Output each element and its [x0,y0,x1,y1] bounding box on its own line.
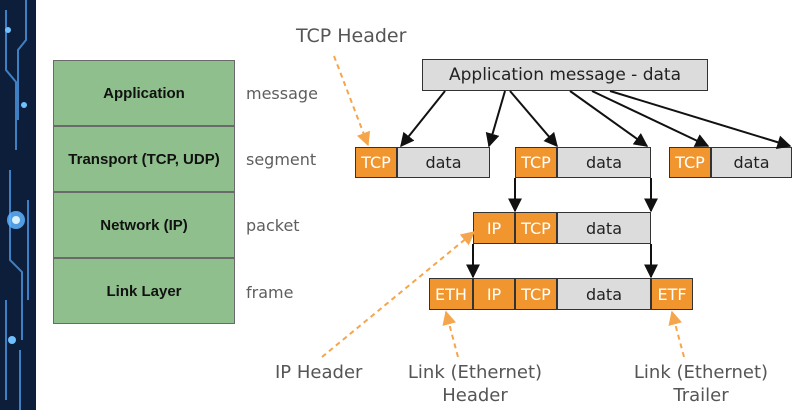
segment-1-tcp-header: TCP [355,147,397,178]
callout-arrow-link-header [442,310,459,358]
segment-2-data: data [557,147,651,178]
packet-tcp-header: TCP [515,212,557,244]
frame-etf-trailer: ETF [651,278,693,310]
arrow-message-to-seg3-header [591,90,710,147]
arrow-message-to-seg1-header [400,90,446,148]
layer-label: Network (IP) [100,216,188,234]
arrow-message-to-seg2-data [569,90,649,147]
frame-eth-header: ETH [429,278,473,310]
callout-arrow-link-trailer [668,310,685,358]
application-message-box: Application message - data [422,59,708,91]
packet-ip-header: IP [473,212,515,244]
callout-text-line1: Link (Ethernet) [633,362,769,383]
arrow-message-to-seg1-data [485,90,506,148]
ip-header-callout: IP Header [275,361,362,384]
layer-link: Link Layer [53,258,235,324]
frame-data: data [557,278,651,310]
callout-text: TCP Header [296,25,407,47]
layer-application: Application [53,60,235,126]
link-header-callout: Link (Ethernet) Header [400,361,550,407]
packet-data: data [557,212,651,244]
callout-text-line2: Trailer [673,385,729,406]
unit-label-segment: segment [246,150,317,169]
frame-ip-header: IP [473,278,515,310]
callout-text: IP Header [275,362,363,383]
segment-2-tcp-header: TCP [515,147,557,178]
layer-label: Transport (TCP, UDP) [68,150,220,168]
layer-network: Network (IP) [53,192,235,258]
unit-label-message: message [246,84,318,103]
circuit-board-edge-image [0,0,36,410]
arrow-message-to-seg3-data [609,90,792,150]
tcp-header-callout: TCP Header [296,25,406,48]
callout-arrow-ip-header [321,231,476,358]
layer-label: Application [103,84,185,102]
unit-label-frame: frame [246,283,294,302]
unit-label-packet: packet [246,216,300,235]
segment-3-tcp-header: TCP [669,147,711,178]
layer-label: Link Layer [106,282,182,300]
arrow-message-to-seg2-header [509,90,558,148]
link-trailer-callout: Link (Ethernet) Trailer [626,361,776,407]
frame-tcp-header: TCP [515,278,557,310]
segment-1-data: data [397,147,490,178]
callout-text-line2: Header [442,385,508,406]
callout-text-line1: Link (Ethernet) [407,362,543,383]
layer-transport: Transport (TCP, UDP) [53,126,235,192]
callout-arrow-tcp-header [333,55,371,147]
